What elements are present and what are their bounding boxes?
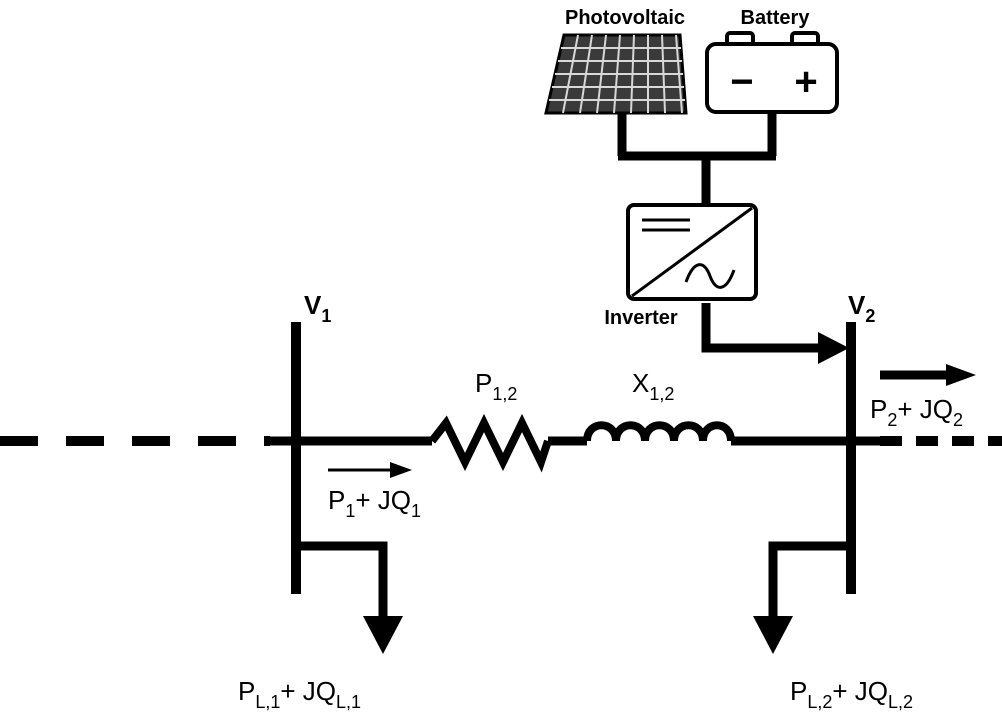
load-2-line — [768, 541, 851, 618]
battery-plus-sign: + — [794, 60, 817, 104]
battery-minus-sign: − — [730, 60, 753, 104]
inverter-output-arrowhead — [818, 332, 849, 364]
photovoltaic-label: Photovoltaic — [565, 7, 685, 29]
load-2-arrowhead — [753, 616, 793, 654]
load-1-line — [296, 541, 388, 618]
load-2-label: PL,2+ JQL,2 — [790, 676, 913, 712]
flow-arrow-2-head — [946, 364, 976, 386]
battery-icon: − + — [705, 31, 839, 114]
flow-arrow-1-head — [390, 462, 412, 478]
resistor-symbol — [428, 413, 552, 473]
inductor-label: X1,2 — [632, 368, 674, 404]
load-1-label: PL,1+ JQL,1 — [238, 676, 361, 712]
flow-2-label: P2+ JQ2 — [870, 394, 963, 430]
bus-1-voltage-label: V1 — [304, 290, 331, 326]
resistor-label: P1,2 — [475, 368, 517, 404]
inverter-icon — [626, 203, 758, 301]
flow-1-label: P1+ JQ1 — [328, 485, 421, 521]
load-1-arrowhead — [363, 616, 403, 654]
battery-label: Battery — [741, 7, 811, 29]
inductor-symbol — [583, 421, 735, 442]
bus-2-voltage-label: V2 — [848, 290, 875, 326]
dc-bus — [617, 112, 777, 207]
solar-panel-icon — [544, 33, 688, 115]
inverter-output-line — [701, 303, 820, 353]
inverter-label: Inverter — [604, 307, 678, 329]
